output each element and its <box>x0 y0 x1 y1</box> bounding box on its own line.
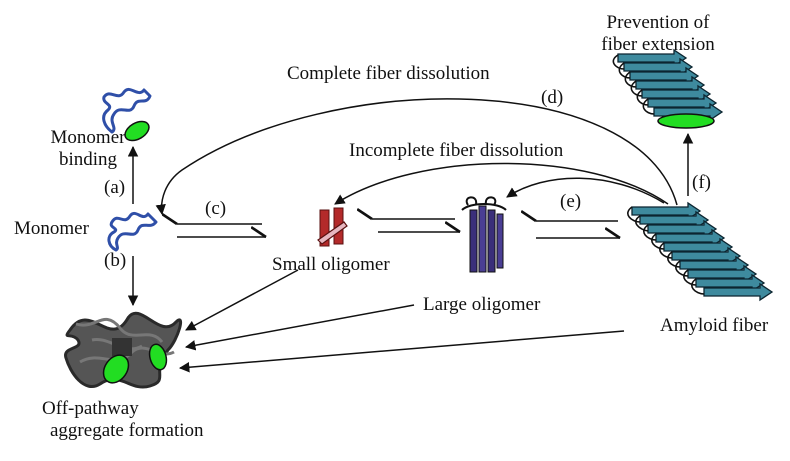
incomplete-dissolution-label: Incomplete fiber dissolution <box>349 140 564 161</box>
step-b-label: (b) <box>104 250 127 271</box>
arrow-large-to-aggregate <box>184 304 415 351</box>
small-oligomer-illustration <box>317 207 348 247</box>
monomer-binding-label: Monomer binding <box>38 127 138 171</box>
large-oligomer-illustration <box>461 196 507 273</box>
step-d-label: (d) <box>541 87 564 108</box>
off-pathway-label: Off-pathway aggregate formation <box>42 398 204 442</box>
arrow-fiber-to-aggregate <box>178 330 625 373</box>
large-oligomer-label: Large oligomer <box>423 294 541 315</box>
amyloid-fiber-label: Amyloid fiber <box>660 315 769 336</box>
amyloid-fiber-illustration <box>627 202 773 301</box>
fiber-extension-block-illustration <box>612 49 723 129</box>
step-a-label: (a) <box>104 177 126 198</box>
monomer-label: Monomer <box>14 218 89 239</box>
off-pathway-line2: aggregate formation <box>50 420 204 441</box>
prevention-line2: fiber extension <box>601 34 715 55</box>
small-oligomer-label: Small oligomer <box>272 254 390 275</box>
step-c-label: (c) <box>205 198 227 219</box>
off-pathway-line1: Off-pathway <box>42 398 139 419</box>
monomer-bound-illustration <box>102 87 152 142</box>
step-e-label: (e) <box>560 191 582 212</box>
pathway-arrows <box>127 98 694 373</box>
step-f-label: (f) <box>692 172 711 193</box>
monomer-binding-line2: binding <box>58 149 118 170</box>
arrow-d-complete-dissolution <box>155 98 678 216</box>
arrow-incomplete-to-large <box>506 177 665 204</box>
arrow-small-to-aggregate <box>185 269 299 331</box>
off-pathway-aggregate-illustration <box>64 311 182 389</box>
arrow-incomplete-to-small <box>334 162 669 205</box>
complete-dissolution-label: Complete fiber dissolution <box>287 63 490 84</box>
prevention-label: Prevention of fiber extension <box>578 12 738 56</box>
monomer-illustration <box>107 211 158 252</box>
prevention-line1: Prevention of <box>606 12 710 33</box>
monomer-binding-line1: Monomer <box>50 127 126 148</box>
